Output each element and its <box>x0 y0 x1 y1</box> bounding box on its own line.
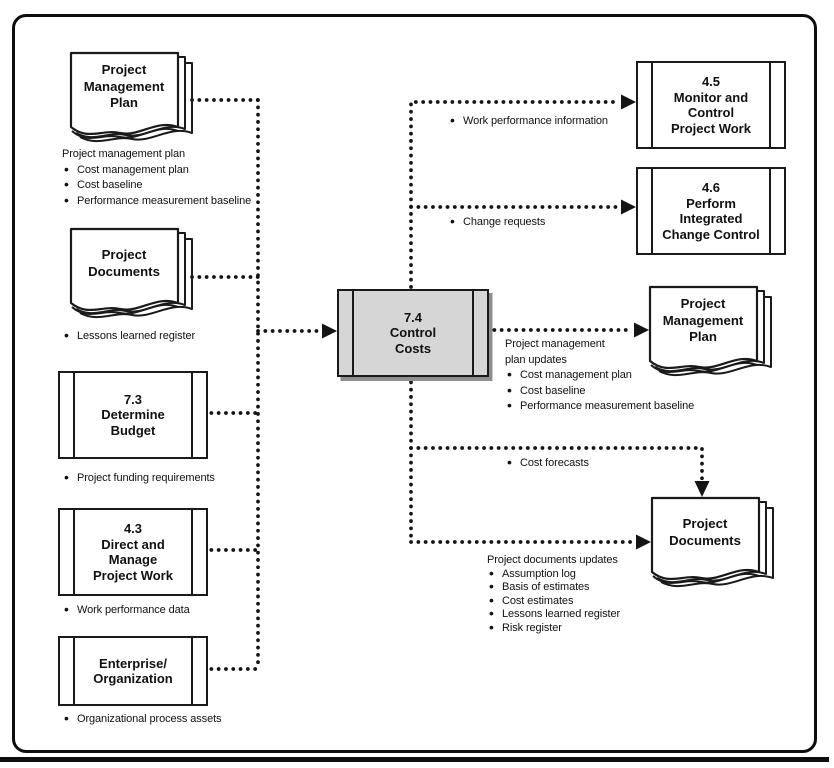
process-band-right <box>769 169 771 253</box>
node-determine-budget: 7.3 Determine Budget <box>58 371 208 459</box>
figure-frame <box>12 14 817 753</box>
note-bullet: Cost management plan <box>505 367 735 384</box>
node-title: Project Management Plan <box>83 62 165 110</box>
page-bottom-rule <box>0 757 829 762</box>
note-bullet: Lessons learned register <box>62 328 262 345</box>
note-bullet: Work performance data <box>62 602 262 619</box>
node-title: Project Management Plan <box>662 296 744 344</box>
note-bullet: Performance measurement baseline <box>62 193 277 210</box>
node-title: Enterprise/ Organization <box>93 655 173 687</box>
node-title: Project Documents <box>669 516 741 548</box>
node-enterprise-organization: Enterprise/ Organization <box>58 636 208 706</box>
node-title: 4.3 Direct and Manage Project Work <box>93 521 173 583</box>
note-work-performance-information: Work performance information <box>448 113 658 130</box>
note-pmp-updates: Project management plan updates Cost man… <box>505 337 735 415</box>
process-band-right <box>191 373 193 457</box>
process-band-right <box>191 638 193 704</box>
note-bullet: Risk register <box>487 621 697 636</box>
document-pages-icon <box>69 51 193 142</box>
note-organizational-process-assets: Organizational process assets <box>62 711 282 728</box>
node-direct-manage-project-work: 4.3 Direct and Manage Project Work <box>58 508 208 596</box>
note-pmp-inputs: Project management plan Cost management … <box>62 147 277 209</box>
note-bullet: Cost forecasts <box>505 455 665 472</box>
process-band-left <box>651 63 653 147</box>
node-project-documents-input: Project Documents <box>66 225 206 335</box>
node-title: 4.6 Perform Integrated Change Control <box>662 180 760 242</box>
note-lessons-learned: Lessons learned register <box>62 328 262 345</box>
document-pages-icon <box>69 227 193 318</box>
process-band-right <box>472 291 474 375</box>
note-bullet: Cost management plan <box>62 162 277 179</box>
note-bullet: Organizational process assets <box>62 711 282 728</box>
note-funding-requirements: Project funding requirements <box>62 470 262 487</box>
note-work-performance-data: Work performance data <box>62 602 262 619</box>
note-bullet: Change requests <box>448 214 628 231</box>
note-pd-updates: Project documents updates Assumption log… <box>487 554 697 636</box>
note-bullet: Assumption log <box>487 567 697 582</box>
note-change-requests: Change requests <box>448 214 628 231</box>
note-bullet: Work performance information <box>448 113 658 130</box>
process-band-left <box>73 638 75 704</box>
process-band-right <box>191 510 193 594</box>
process-band-right <box>769 63 771 147</box>
note-bullet: Lessons learned register <box>487 607 697 622</box>
node-title: Project Documents <box>88 247 160 279</box>
note-heading: Project management plan <box>62 148 186 160</box>
node-monitor-control-project-work: 4.5 Monitor and Control Project Work <box>636 61 786 149</box>
node-title: 7.3 Determine Budget <box>101 391 165 438</box>
note-cost-forecasts: Cost forecasts <box>505 455 665 472</box>
node-perform-integrated-change-control: 4.6 Perform Integrated Change Control <box>636 167 786 255</box>
node-project-management-plan-input: Project Management Plan <box>66 49 206 159</box>
note-heading: Project management plan updates <box>505 338 605 366</box>
process-band-left <box>651 169 653 253</box>
note-bullet: Cost baseline <box>62 177 277 194</box>
node-title: 4.5 Monitor and Control Project Work <box>671 74 751 136</box>
note-bullet: Cost estimates <box>487 594 697 609</box>
process-band-left <box>73 510 75 594</box>
note-heading: Project documents updates <box>487 554 618 566</box>
node-title: 7.4 Control Costs <box>389 309 437 356</box>
note-bullet: Performance measurement baseline <box>505 398 735 415</box>
note-bullet: Cost baseline <box>505 383 735 400</box>
process-band-left <box>352 291 354 375</box>
note-bullet: Project funding requirements <box>62 470 262 487</box>
process-band-left <box>73 373 75 457</box>
node-control-costs: 7.4 Control Costs <box>337 289 489 377</box>
note-bullet: Basis of estimates <box>487 580 697 595</box>
